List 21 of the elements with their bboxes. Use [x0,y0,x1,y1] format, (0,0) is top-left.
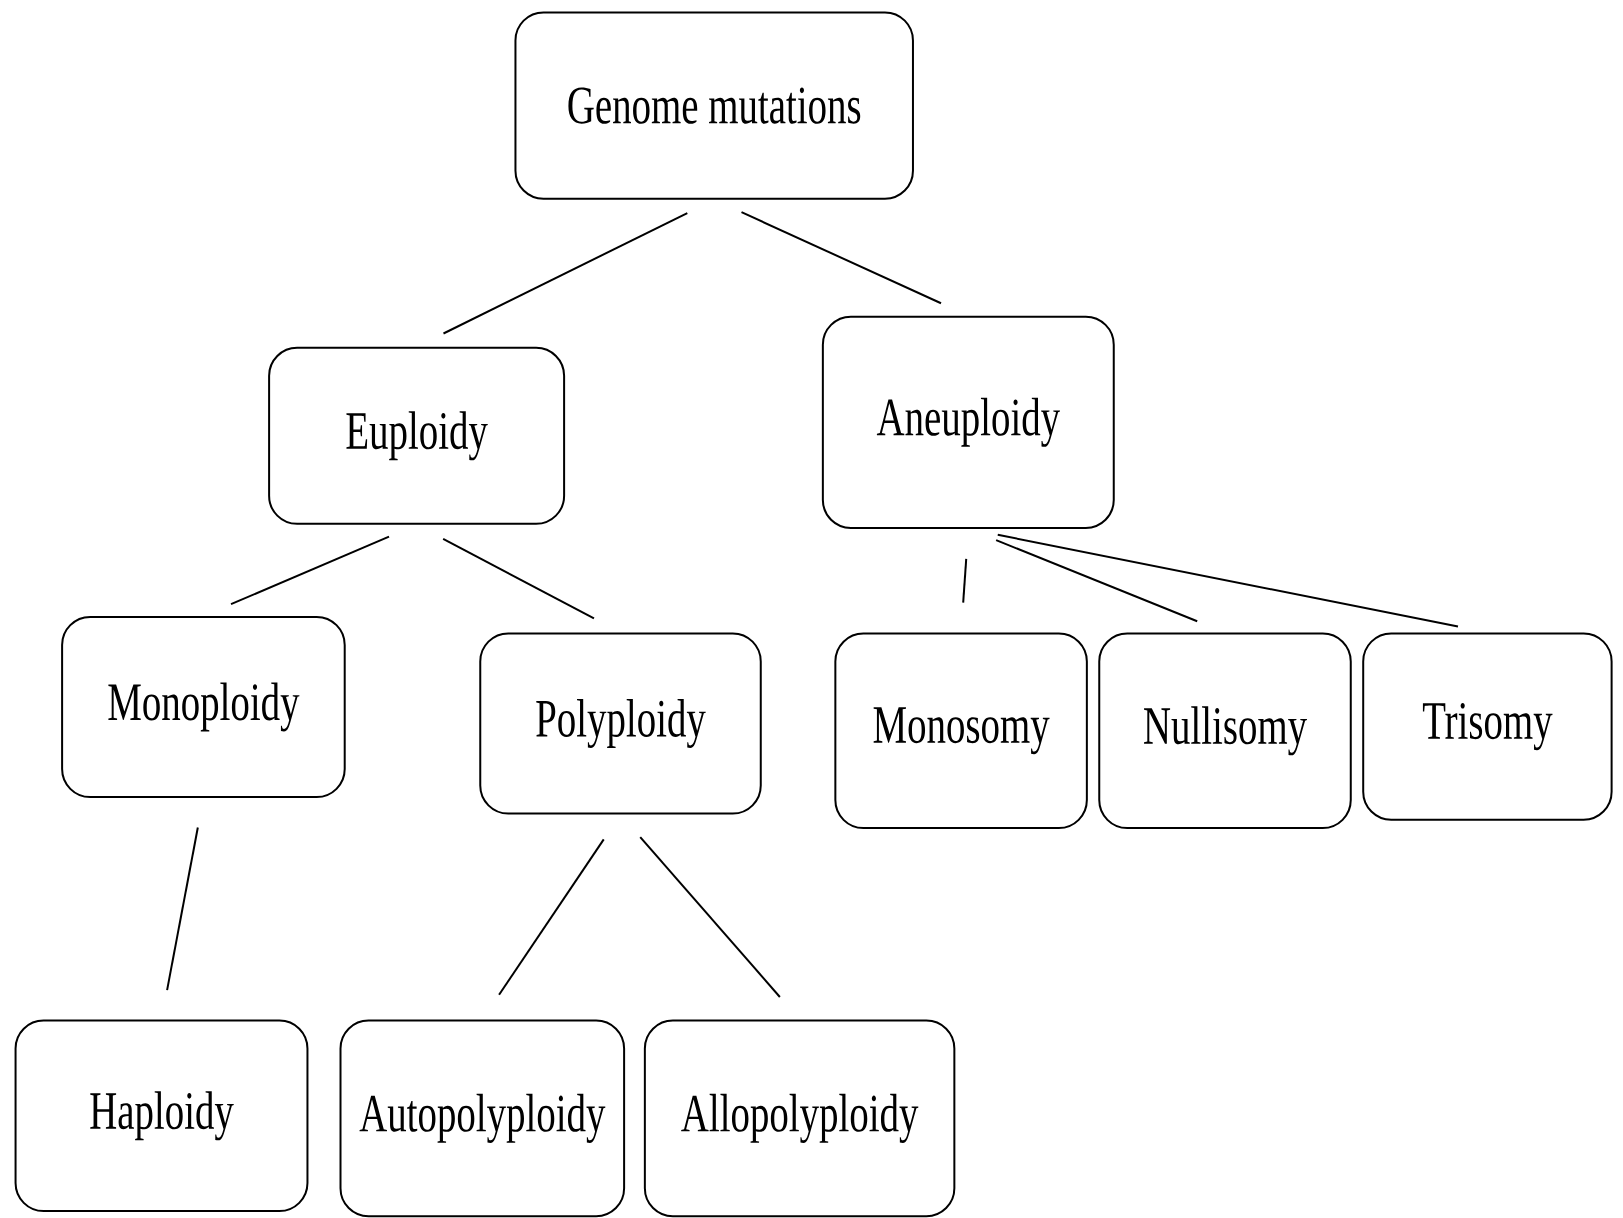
connector-line [996,533,1459,628]
connector-line [639,836,781,998]
category-box: Euploidy [268,346,566,525]
connector-line [740,211,942,305]
category-box: Allopolyploidy [643,1019,956,1218]
category-box: Monosomy [834,632,1088,830]
category-box: Genome mutations [514,11,914,200]
connector-line [442,537,595,620]
connector-line [442,212,689,335]
category-box: Aneuploidy [821,315,1115,529]
connector-line [995,539,1199,623]
connector-line [498,838,605,996]
category-box: Polyploidy [479,632,762,815]
connector-line [166,826,199,992]
category-box: Haploidy [14,1019,309,1213]
category-box: Autopolyploidy [339,1019,626,1218]
category-box: Monoploidy [61,615,346,799]
connector-line [962,557,968,604]
category-box: Nullisomy [1098,632,1352,830]
connector-line [230,535,390,606]
category-box: Trisomy [1362,632,1613,821]
